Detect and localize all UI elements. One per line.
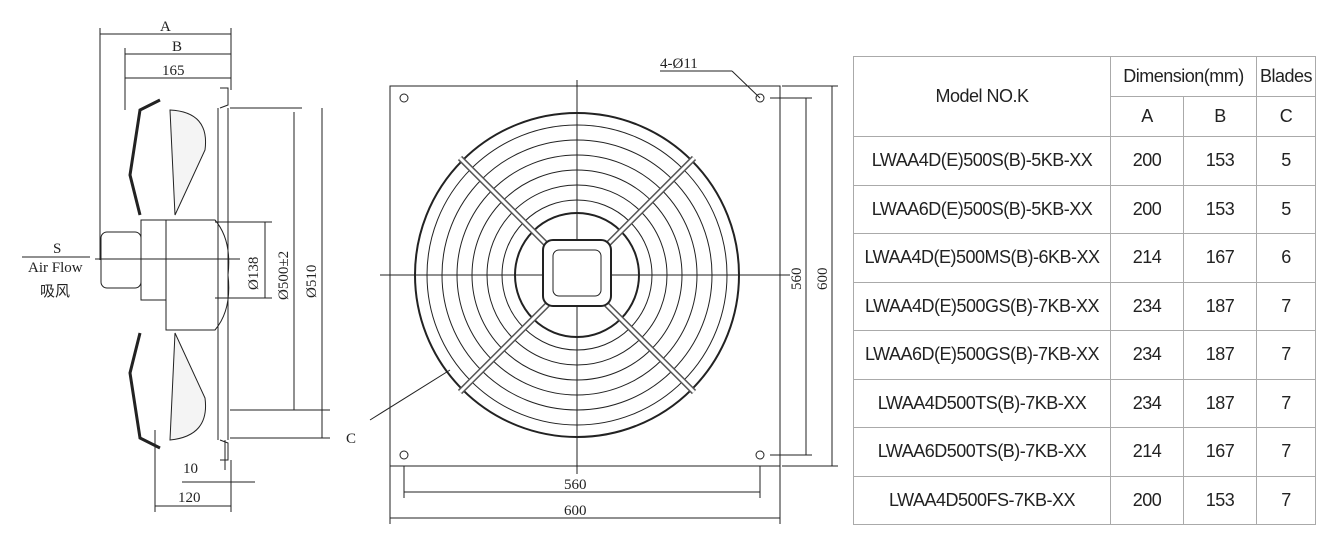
holes-label: 4-Ø11	[660, 56, 698, 72]
fan-technical-drawing: A B 165 S Air Flow 吸风 Ø138 Ø500±2 Ø510	[22, 19, 838, 524]
cell-b: 153	[1183, 475, 1257, 525]
cell-b: 153	[1183, 184, 1257, 234]
cell-a: 200	[1110, 475, 1184, 525]
front-view: 4-Ø11 C 560 600 560 600	[346, 56, 838, 524]
dia-138-label: Ø138	[246, 257, 262, 290]
dim-600-h-label: 600	[564, 503, 587, 519]
cell-model: LWAA4D500FS-7KB-XX	[853, 475, 1111, 525]
dim-165-label: 165	[162, 63, 185, 79]
cell-a: 214	[1110, 233, 1184, 283]
cell-a: 214	[1110, 427, 1184, 477]
cell-b: 153	[1183, 136, 1257, 186]
cell-model: LWAA4D(E)500GS(B)-7KB-XX	[853, 281, 1111, 331]
model-dimension-table: Model NO.K Dimension(mm) Blades A B C LW…	[853, 56, 1316, 525]
dim-120-label: 120	[178, 490, 201, 506]
cell-a: 234	[1110, 281, 1184, 331]
cell-c: 7	[1256, 427, 1316, 477]
cell-c: 7	[1256, 475, 1316, 525]
cell-a: 234	[1110, 330, 1184, 380]
dim-10-label: 10	[183, 461, 198, 477]
header-model: Model NO.K	[853, 56, 1111, 137]
header-dimension: Dimension(mm)	[1110, 56, 1257, 97]
cell-c: 5	[1256, 136, 1316, 186]
cell-a: 200	[1110, 184, 1184, 234]
s-label: S	[53, 241, 61, 257]
cell-model: LWAA4D(E)500MS(B)-6KB-XX	[853, 233, 1111, 283]
airflow-label: Air Flow	[28, 260, 83, 276]
cell-b: 187	[1183, 378, 1257, 428]
cell-model: LWAA6D(E)500S(B)-5KB-XX	[853, 184, 1111, 234]
cell-b: 187	[1183, 330, 1257, 380]
cell-c: 6	[1256, 233, 1316, 283]
dim-560-v-label: 560	[789, 268, 805, 291]
cell-b: 187	[1183, 281, 1257, 331]
cell-c: 7	[1256, 378, 1316, 428]
cell-c: 5	[1256, 184, 1316, 234]
cell-c: 7	[1256, 281, 1316, 331]
dia-500-label: Ø500±2	[276, 251, 292, 300]
cell-c: 7	[1256, 330, 1316, 380]
c-label: C	[346, 431, 356, 447]
cell-model: LWAA4D500TS(B)-7KB-XX	[853, 378, 1111, 428]
cell-a: 234	[1110, 378, 1184, 428]
cell-b: 167	[1183, 427, 1257, 477]
dim-b-label: B	[172, 39, 182, 55]
cell-model: LWAA6D(E)500GS(B)-7KB-XX	[853, 330, 1111, 380]
dim-560-h-label: 560	[564, 477, 587, 493]
dim-a-label: A	[160, 19, 171, 35]
header-blades: Blades	[1256, 56, 1316, 97]
header-b: B	[1183, 96, 1257, 137]
airflow-cn-label: 吸风	[40, 282, 70, 300]
header-c: C	[1256, 96, 1316, 137]
dia-510-label: Ø510	[304, 265, 320, 298]
side-view: A B 165 S Air Flow 吸风 Ø138 Ø500±2 Ø510	[22, 19, 330, 512]
cell-a: 200	[1110, 136, 1184, 186]
dim-600-v-label: 600	[815, 268, 831, 291]
cell-model: LWAA4D(E)500S(B)-5KB-XX	[853, 136, 1111, 186]
header-a: A	[1110, 96, 1184, 137]
cell-b: 167	[1183, 233, 1257, 283]
cell-model: LWAA6D500TS(B)-7KB-XX	[853, 427, 1111, 477]
